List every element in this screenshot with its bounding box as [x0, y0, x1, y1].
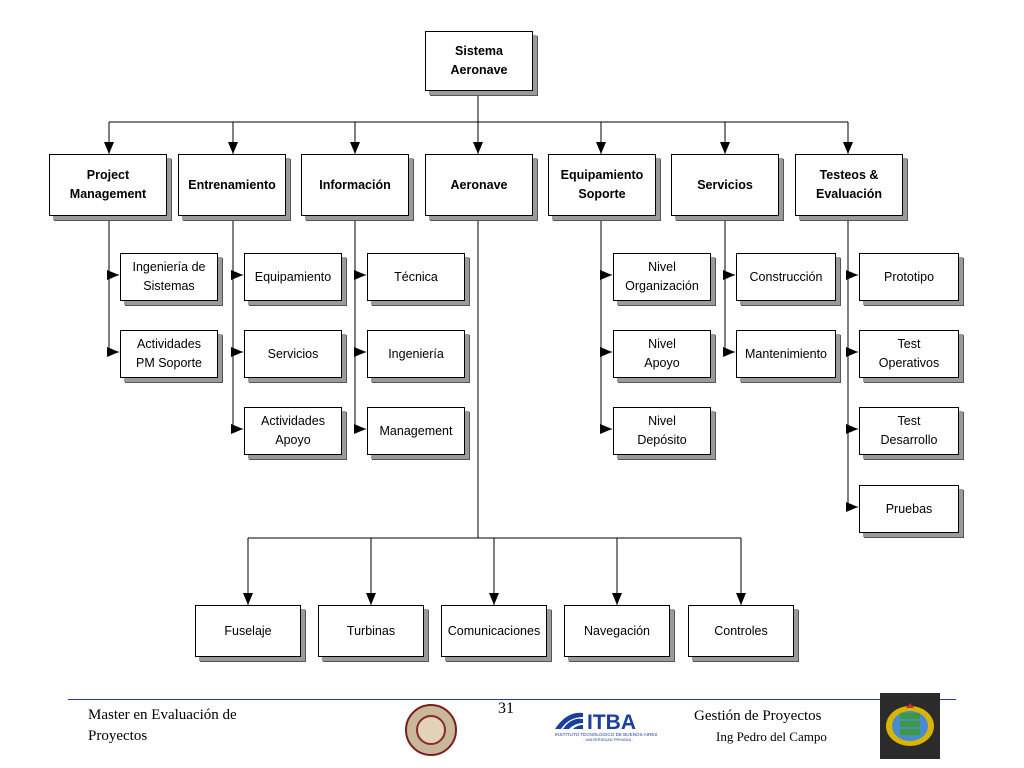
itba-logo-graphic: ITBA INSTITUTO TECNOLOGICO DE BUENOS AIR…	[555, 711, 657, 742]
node-entrenamiento: Entrenamiento	[178, 154, 286, 216]
footer-right-author: Ing Pedro del Campo	[716, 729, 827, 744]
node-nivel-deposito: Nivel Depósito	[613, 407, 711, 455]
itba-logo: ITBA INSTITUTO TECNOLOGICO DE BUENOS AIR…	[553, 707, 665, 743]
node-aeronave: Aeronave	[425, 154, 533, 216]
node-turbinas: Turbinas	[318, 605, 424, 657]
footer-left-text: Master en Evaluación de Proyectos	[88, 707, 237, 744]
node-fuselaje: Fuselaje	[195, 605, 301, 657]
footer-rule	[68, 699, 956, 700]
node-actividades-apoyo: Actividades Apoyo	[244, 407, 342, 455]
node-servicios-ent: Servicios	[244, 330, 342, 378]
node-root: Sistema Aeronave	[425, 31, 533, 91]
node-tecnica: Técnica	[367, 253, 465, 301]
node-mantenimiento: Mantenimiento	[736, 330, 836, 378]
node-controles: Controles	[688, 605, 794, 657]
diagram-connectors	[104, 91, 858, 605]
itba-subtitle-2: · UNIVERSIDAD PRIVADA ·	[583, 737, 633, 742]
node-pruebas: Pruebas	[859, 485, 959, 533]
node-project-management: Project Management	[49, 154, 167, 216]
university-seal-logo	[405, 704, 457, 756]
page-number: 31	[498, 700, 514, 717]
node-comunicaciones: Comunicaciones	[441, 605, 547, 657]
node-construccion: Construcción	[736, 253, 836, 301]
node-equipamiento: Equipamiento	[244, 253, 342, 301]
node-nivel-organizacion: Nivel Organización	[613, 253, 711, 301]
node-informacion: Información	[301, 154, 409, 216]
node-equipamiento-soporte: Equipamiento Soporte	[548, 154, 656, 216]
node-testeos-evaluacion: Testeos & Evaluación	[795, 154, 903, 216]
itba-subtitle-1: INSTITUTO TECNOLOGICO DE BUENOS AIRES	[555, 732, 657, 737]
node-ingenieria-sistemas: Ingeniería de Sistemas	[120, 253, 218, 301]
itba-wordmark: ITBA	[587, 711, 636, 734]
node-navegacion: Navegación	[564, 605, 670, 657]
node-ingenieria: Ingeniería	[367, 330, 465, 378]
book-cover-graphic	[880, 693, 940, 759]
seal-inner-emblem	[416, 715, 446, 745]
node-test-operativos: Test Operativos	[859, 330, 959, 378]
node-test-desarrollo: Test Desarrollo	[859, 407, 959, 455]
node-servicios: Servicios	[671, 154, 779, 216]
node-management: Management	[367, 407, 465, 455]
book-cover-thumbnail	[880, 693, 940, 759]
node-actividades-pm-soporte: Actividades PM Soporte	[120, 330, 218, 378]
footer-right-title: Gestión de Proyectos	[694, 708, 822, 724]
node-prototipo: Prototipo	[859, 253, 959, 301]
node-nivel-apoyo: Nivel Apoyo	[613, 330, 711, 378]
